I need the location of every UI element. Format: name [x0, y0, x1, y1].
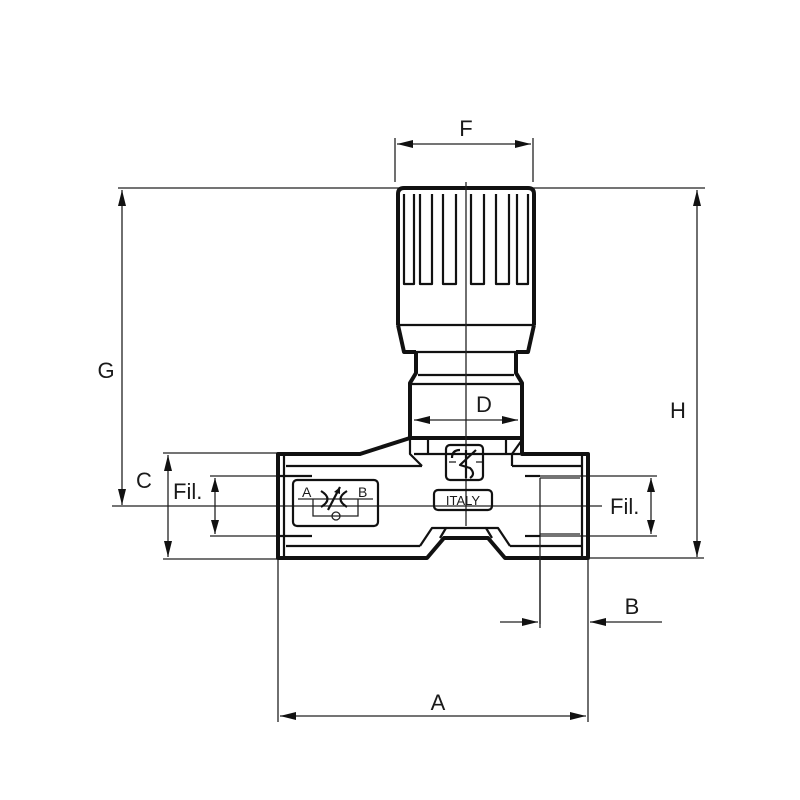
- label-g: G: [97, 358, 114, 383]
- manufacturer-logo: [444, 443, 485, 482]
- dimension-h: H: [590, 190, 704, 559]
- symbol-port-b: B: [358, 484, 367, 500]
- label-h: H: [670, 398, 686, 423]
- label-a: A: [431, 690, 446, 715]
- dimension-c: C: [136, 452, 278, 560]
- dimension-b: B: [500, 560, 662, 722]
- italy-label: ITALY: [446, 493, 481, 508]
- dimension-g: G: [97, 190, 278, 507]
- label-f: F: [459, 116, 472, 141]
- label-d: D: [476, 392, 492, 417]
- label-fil-left: Fil.: [173, 479, 202, 504]
- dimension-a: A: [277, 560, 586, 722]
- label-c: C: [136, 468, 152, 493]
- label-b: B: [625, 594, 640, 619]
- dimension-f: F: [394, 116, 534, 182]
- origin-marking: ITALY: [432, 488, 494, 512]
- valve-body: [276, 436, 590, 624]
- label-fil-right: Fil.: [610, 494, 639, 519]
- dimension-fil-right: Fil.: [525, 475, 657, 537]
- symbol-port-a: A: [302, 484, 312, 500]
- flow-control-symbol: A B: [291, 478, 380, 528]
